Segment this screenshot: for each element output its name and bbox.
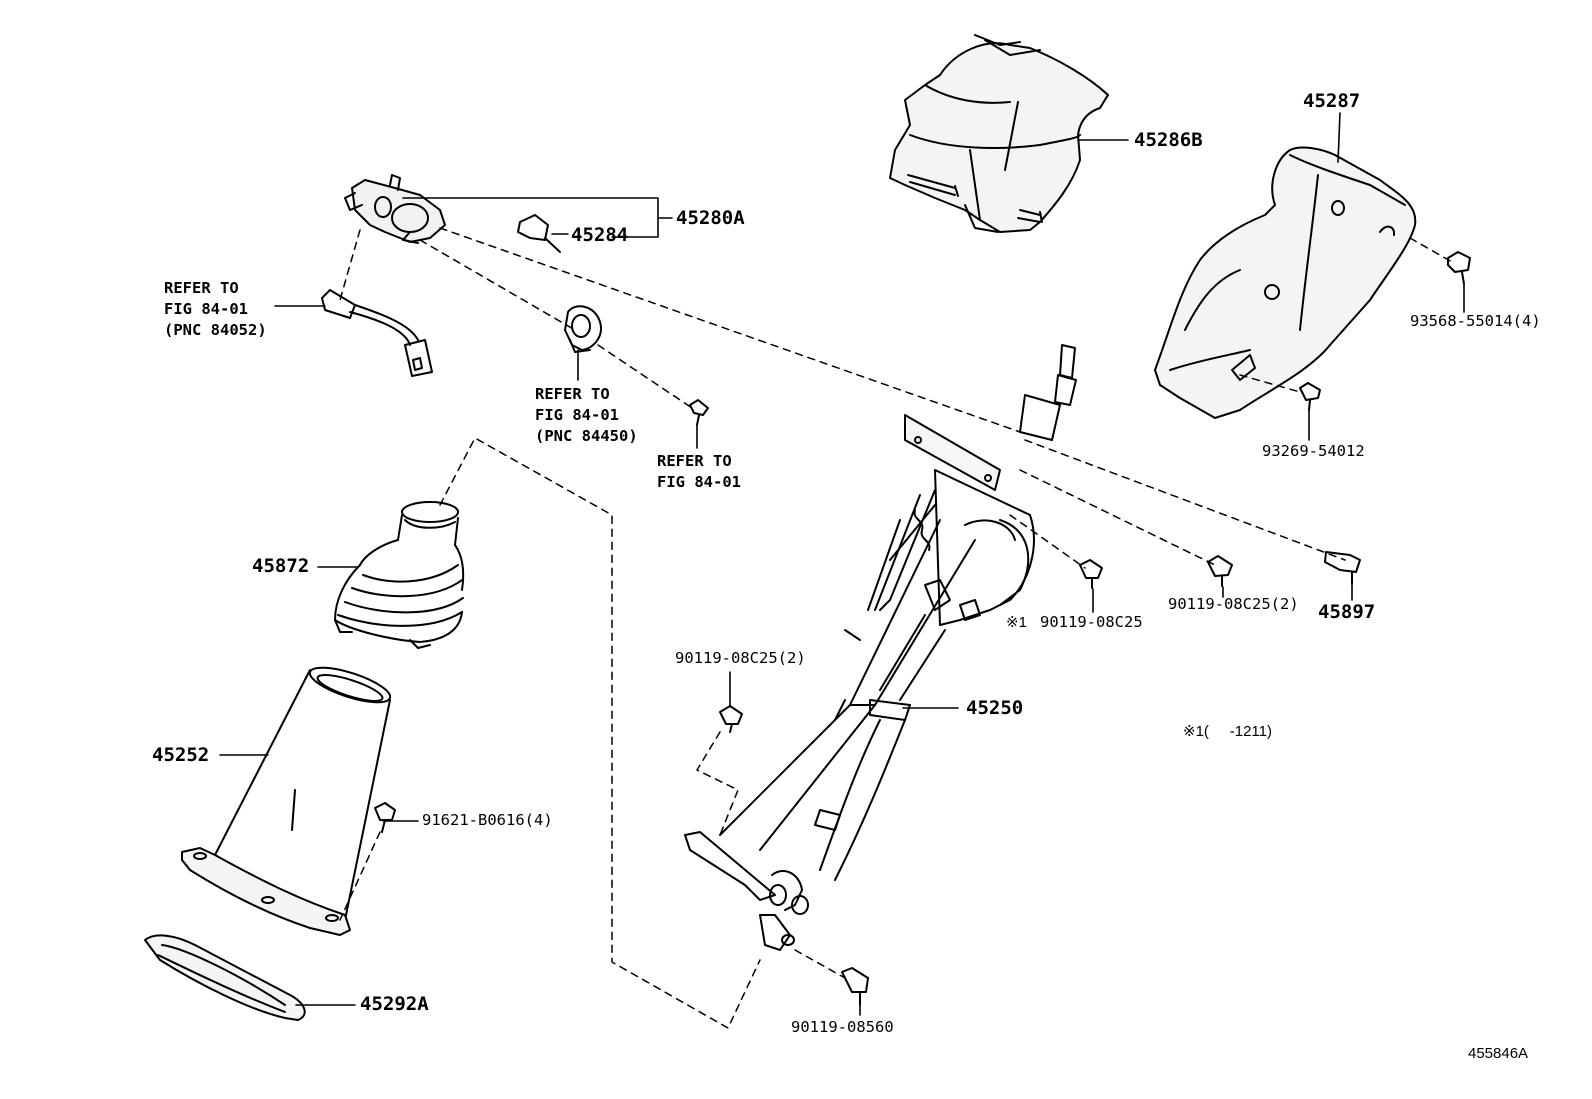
assembly-dashed-lines xyxy=(339,227,1453,1029)
coil-84450 xyxy=(564,305,602,353)
bolt-93269-54012 xyxy=(1299,382,1321,411)
small-screw-84-01 xyxy=(689,399,709,426)
label-90119-08C25-left: 90119-08C25(2) xyxy=(675,649,806,667)
label-45872: 45872 xyxy=(252,555,310,577)
label-93269-54012: 93269-54012 xyxy=(1262,442,1365,460)
label-45897: 45897 xyxy=(1318,601,1376,623)
label-90119-08560: 90119-08560 xyxy=(791,1018,894,1036)
label-45287: 45287 xyxy=(1303,90,1361,112)
ref-line: REFER TO xyxy=(164,279,239,297)
bolt-90119-08C25-c xyxy=(719,705,743,733)
label-93568-55014: 93568-55014(4) xyxy=(1410,312,1541,330)
ref-note-pnc-84450: REFER TO FIG 84-01 (PNC 84450) xyxy=(535,384,638,447)
figure-id: 455846A xyxy=(1468,1045,1529,1062)
part-45252-column-hole-cover xyxy=(181,666,392,936)
bolt-93568-55014 xyxy=(1447,251,1471,285)
part-45292A-gasket xyxy=(144,934,306,1021)
label-45292A: 45292A xyxy=(360,993,429,1015)
label-91621-B0616: 91621-B0616(4) xyxy=(422,811,553,829)
bolt-90119-08C25-b xyxy=(1207,555,1233,587)
part-45872-bellows-boot xyxy=(334,501,465,649)
ref-line: FIG 84-01 xyxy=(657,473,741,491)
ref-line: (PNC 84052) xyxy=(164,321,267,339)
label-90119-08C25-mid: 90119-08C25 xyxy=(1040,613,1143,631)
ref-note-fig-84-01: REFER TO FIG 84-01 xyxy=(657,451,741,493)
label-45284: 45284 xyxy=(571,224,629,246)
bolt-90119-08560 xyxy=(841,967,869,1006)
label-90119-08C25-right: 90119-08C25(2) xyxy=(1168,595,1299,613)
label-45280A: 45280A xyxy=(676,207,745,229)
leader-lines xyxy=(219,112,1465,1016)
part-45250-steering-column xyxy=(684,344,1077,951)
ref-line: FIG 84-01 xyxy=(164,300,248,318)
wire-harness-84052 xyxy=(321,289,433,377)
bolt-45897 xyxy=(1324,551,1361,585)
ref-line: REFER TO xyxy=(535,385,610,403)
part-45286B-upper-cover xyxy=(889,34,1109,233)
ref-line: REFER TO xyxy=(657,452,732,470)
part-45287-lower-cover xyxy=(1154,146,1417,419)
bolt-90119-08C25-a xyxy=(1079,559,1103,589)
ref-line: (PNC 84450) xyxy=(535,427,638,445)
footnote: ※1( -1211) xyxy=(1183,723,1272,740)
part-45280A-lock-assembly xyxy=(344,174,446,244)
label-45250: 45250 xyxy=(966,697,1024,719)
part-45284-key-cylinder xyxy=(517,214,561,253)
ref-note-pnc-84052: REFER TO FIG 84-01 (PNC 84052) xyxy=(164,278,267,341)
ref-line: FIG 84-01 xyxy=(535,406,619,424)
bolt-91621-B0616 xyxy=(374,802,396,833)
note-mark-1: ※1 xyxy=(1006,614,1027,631)
label-45286B: 45286B xyxy=(1134,129,1203,151)
label-45252: 45252 xyxy=(152,744,210,766)
